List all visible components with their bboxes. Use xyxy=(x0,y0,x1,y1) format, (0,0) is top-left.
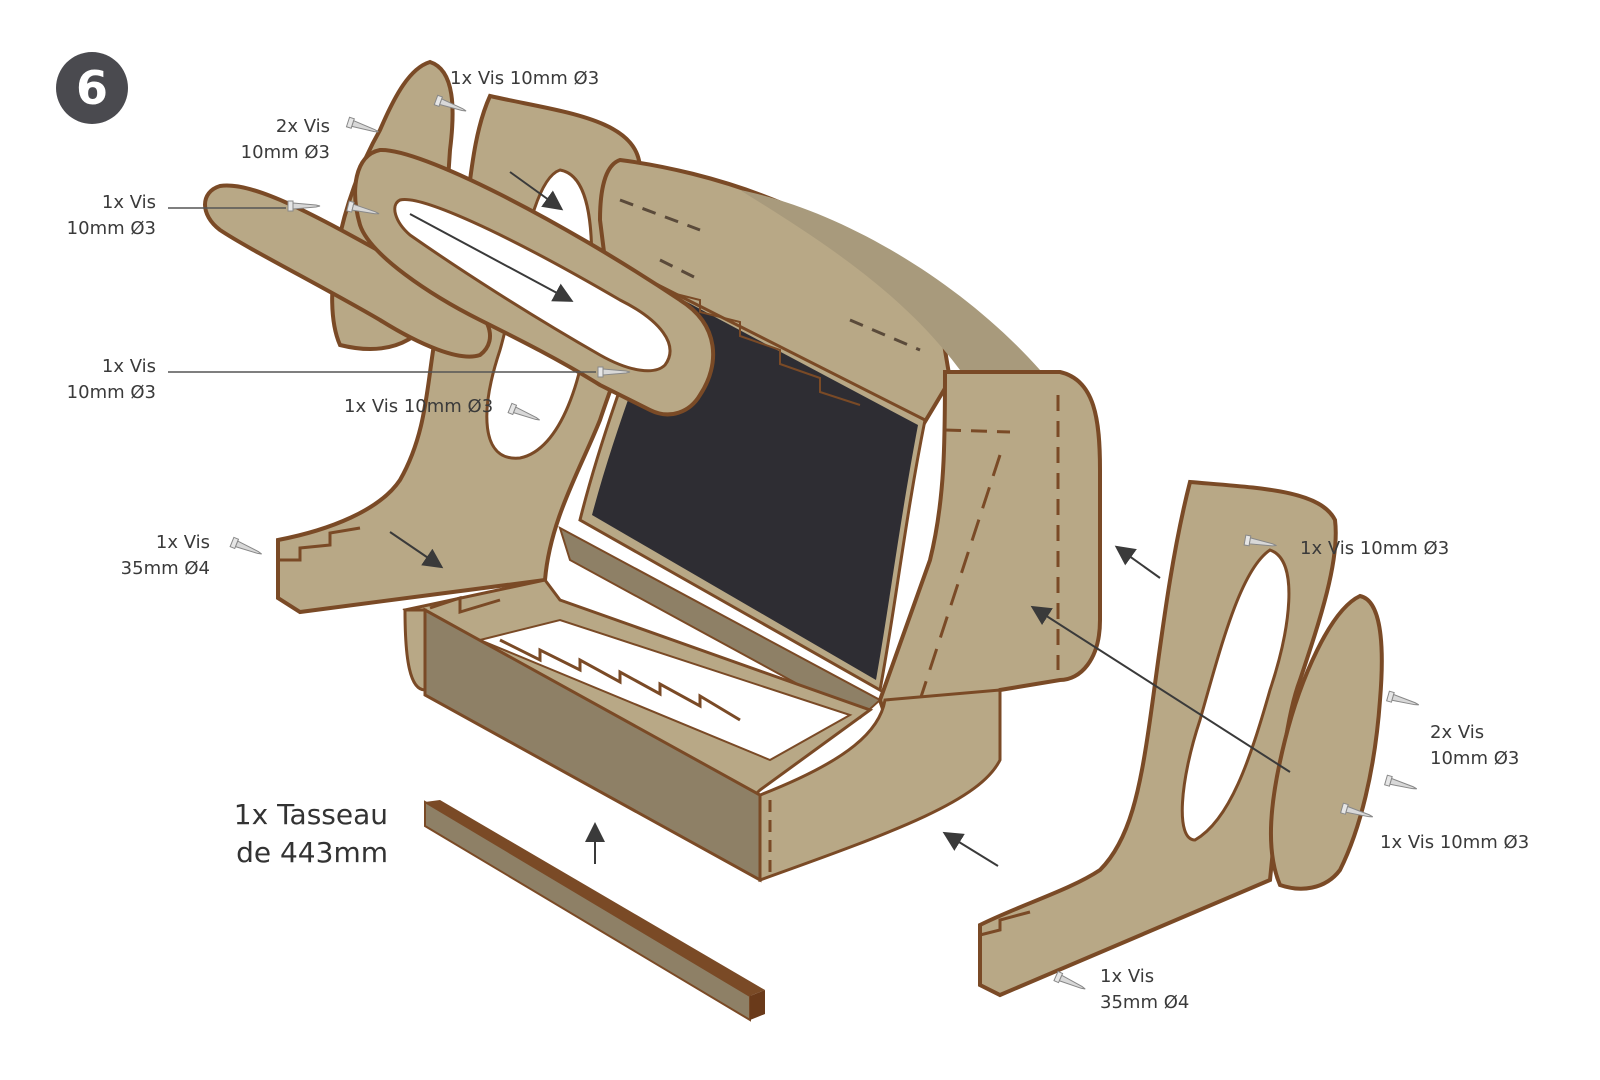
top-back-panel xyxy=(597,157,1040,433)
label-line: 1x Vis xyxy=(1100,966,1155,987)
label-line: 10mm Ø3 xyxy=(240,142,330,163)
right-side-panel xyxy=(978,479,1338,998)
label-line: 1x Vis xyxy=(101,192,156,213)
step-number-badge: 6 xyxy=(56,52,128,124)
leader-lines xyxy=(168,207,596,373)
label-screw-left-pair: 2x Vis 10mm Ø3 xyxy=(220,114,330,166)
label-screw-left-1: 1x Vis 10mm Ø3 xyxy=(40,190,156,242)
label-screw-mid: 1x Vis 10mm Ø3 xyxy=(344,396,494,417)
label-screw-top: 1x Vis 10mm Ø3 xyxy=(450,68,600,89)
assembly-arrows xyxy=(389,171,1291,867)
label-screw-right-pair: 2x Vis 10mm Ø3 xyxy=(1430,720,1519,772)
label-line: 10mm Ø3 xyxy=(66,382,156,403)
label-line: de 443mm xyxy=(236,836,388,869)
label-batten: 1x Tasseau de 443mm xyxy=(200,796,388,872)
label-screw-right-bottom: 1x Vis 10mm Ø3 xyxy=(1380,832,1530,853)
label-line: 1x Vis xyxy=(155,532,210,553)
right-box-side-panel xyxy=(877,370,1102,763)
bottom-frame xyxy=(402,525,1002,883)
label-line: 35mm Ø4 xyxy=(120,558,210,579)
label-screw-right-35: 1x Vis 35mm Ø4 xyxy=(1100,964,1189,1016)
label-line: 2x Vis xyxy=(1430,722,1485,743)
label-screw-left-2: 1x Vis 10mm Ø3 xyxy=(40,354,156,406)
label-line: 2x Vis xyxy=(275,116,330,137)
label-screw-right-top: 1x Vis 10mm Ø3 xyxy=(1300,538,1450,559)
label-screw-left-35: 1x Vis 35mm Ø4 xyxy=(100,530,210,582)
label-line: 1x Tasseau xyxy=(233,798,388,831)
label-line: 10mm Ø3 xyxy=(66,218,156,239)
label-line: 35mm Ø4 xyxy=(1100,992,1190,1013)
label-line: 1x Vis xyxy=(101,356,156,377)
label-line: 10mm Ø3 xyxy=(1430,748,1520,769)
left-guide-panel-outer xyxy=(203,183,492,359)
batten-piece xyxy=(424,800,765,1022)
right-outer-guide-panel xyxy=(1268,593,1384,891)
